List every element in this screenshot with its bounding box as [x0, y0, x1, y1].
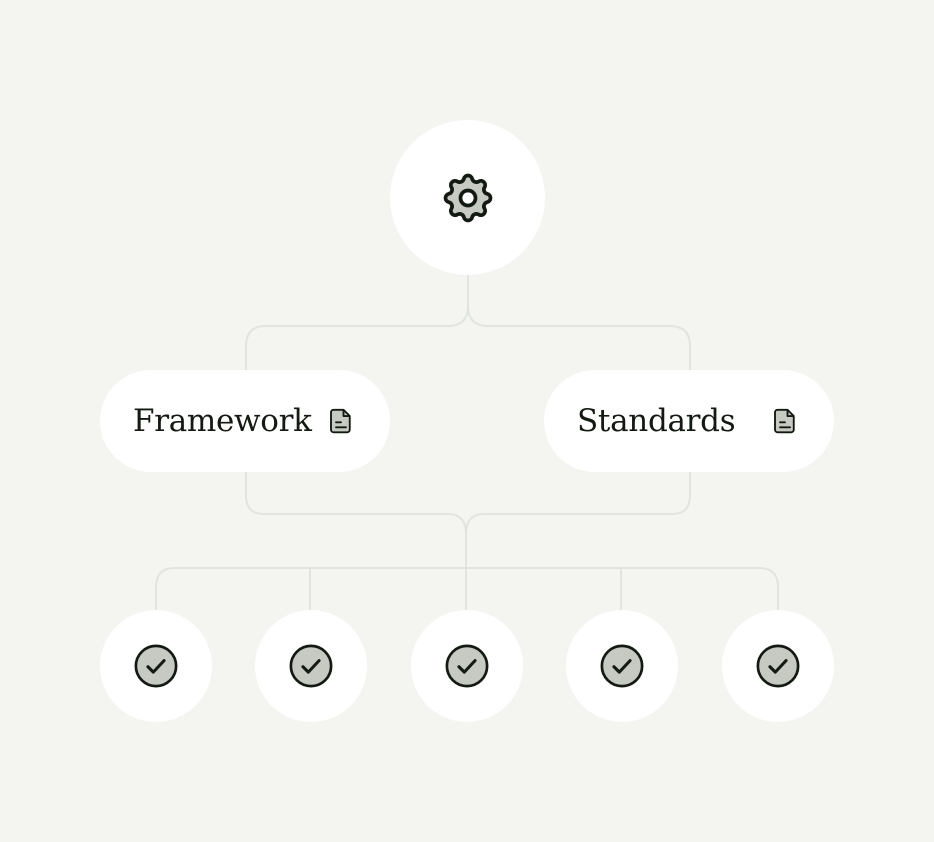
leaf-node-5[interactable]: [722, 610, 834, 722]
leaf-node-3[interactable]: [411, 610, 523, 722]
branch-framework[interactable]: Framework: [100, 370, 390, 472]
connector-leaves-bus: [155, 533, 779, 613]
connector-root-to-branches: [245, 274, 691, 373]
check-circle-icon: [755, 643, 801, 689]
leaf-node-1[interactable]: [100, 610, 212, 722]
connector-branches-merge: [245, 469, 691, 535]
leaf-node-4[interactable]: [566, 610, 678, 722]
document-icon: [326, 406, 356, 436]
root-node[interactable]: [390, 120, 545, 275]
document-icon: [770, 406, 800, 436]
branch-standards-label: Standards: [577, 403, 736, 439]
check-circle-icon: [288, 643, 334, 689]
gear-icon: [438, 168, 498, 228]
branch-standards[interactable]: Standards: [544, 370, 834, 472]
check-circle-icon: [444, 643, 490, 689]
leaf-node-2[interactable]: [255, 610, 367, 722]
check-circle-icon: [133, 643, 179, 689]
branch-framework-label: Framework: [133, 403, 312, 439]
check-circle-icon: [599, 643, 645, 689]
